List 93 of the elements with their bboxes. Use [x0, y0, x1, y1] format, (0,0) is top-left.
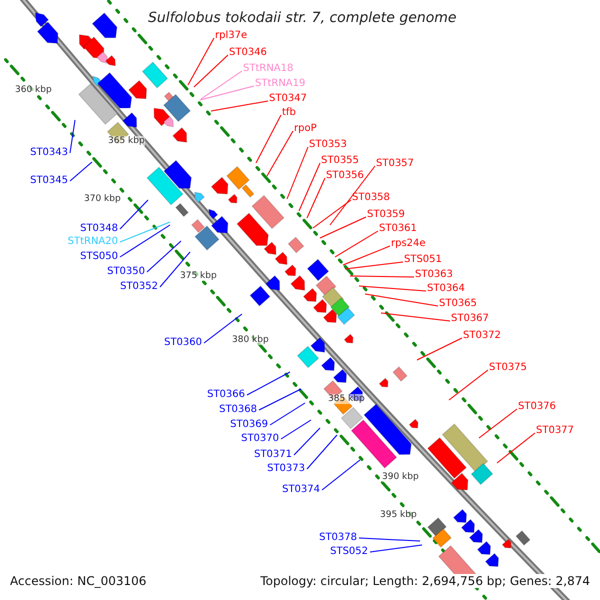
gene-label: ST0348 [80, 223, 118, 235]
leader-line [258, 388, 302, 410]
leader-line [270, 402, 306, 426]
leader-line [320, 216, 366, 238]
leader-line [210, 100, 268, 112]
gene-label: ST0356 [326, 170, 364, 182]
position-label: 380 kbp [232, 335, 269, 345]
gene-label: ST0368 [219, 404, 257, 416]
leader-line [160, 252, 190, 288]
leader-line [194, 54, 228, 88]
gene-label: ST0375 [489, 362, 527, 374]
leader-line [280, 420, 312, 440]
leader-line [256, 114, 282, 164]
leader-line [364, 294, 438, 306]
map-title: Sulfolobus tokodaii str. 7, complete genome [148, 10, 457, 26]
gene-label: STS051 [404, 254, 442, 266]
gene-label: ST0355 [321, 155, 359, 167]
gene-label: ST0352 [120, 281, 158, 293]
leader-line [350, 276, 414, 278]
gene-label: rpl37e [215, 30, 248, 42]
leader-line [200, 70, 242, 100]
gene-label: ST0367 [451, 313, 489, 325]
gene-label: STtRNA19 [255, 78, 306, 90]
leader-line [204, 314, 242, 344]
leader-line [322, 460, 360, 490]
leader-line [286, 146, 308, 200]
leader-line [70, 120, 76, 154]
leader-line [200, 86, 254, 100]
leader-line [312, 200, 352, 228]
gene-label: ST0365 [439, 298, 477, 310]
gene-label: ST0357 [376, 158, 414, 170]
gene-label: STS052 [330, 546, 368, 558]
leader-line [120, 224, 170, 258]
gene-label: ST0347 [269, 93, 307, 105]
leader-line [120, 200, 148, 230]
position-label: 395 kbp [380, 510, 417, 520]
gene-label: ST0371 [254, 449, 292, 461]
position-label: 385 kbp [328, 394, 365, 404]
leader-line [266, 130, 294, 176]
gene-label: ST0350 [107, 266, 145, 278]
gene-label: ST0374 [282, 484, 320, 496]
gene-label: ST0363 [415, 269, 453, 281]
gene-label: ST0364 [427, 283, 465, 295]
leader-line [306, 178, 326, 218]
gene-label: ST0359 [367, 209, 405, 221]
leader-line [496, 432, 536, 464]
position-label: 375 kbp [180, 271, 217, 281]
leader-line [380, 312, 450, 322]
leader-line [448, 370, 488, 400]
gene-label: ST0353 [309, 139, 347, 151]
gene-label: rpoP [294, 123, 317, 135]
leader-line [370, 544, 422, 552]
leader-line [334, 230, 378, 258]
gene-label: rps24e [391, 238, 426, 250]
gene-label: STS050 [80, 251, 118, 263]
position-label: 360 kbp [15, 85, 52, 95]
gene-label: ST0377 [536, 425, 574, 437]
leader-line [294, 428, 320, 456]
leader-line [246, 372, 290, 396]
leader-line [478, 408, 518, 438]
gene-label: ST0361 [379, 223, 417, 235]
gene-label: STtRNA18 [243, 63, 294, 75]
gene-label: ST0358 [352, 192, 390, 204]
gene-label: ST0370 [241, 433, 279, 445]
gene-label: STtRNA20 [68, 236, 118, 248]
leader-line [342, 246, 390, 266]
gene-label: ST0343 [30, 147, 68, 159]
genome-info-text: Topology: circular; Length: 2,694,756 bp; Genes: 2,874 [260, 574, 590, 588]
leader-line [298, 162, 320, 212]
position-label: 365 kbp [108, 136, 145, 146]
leader-line [306, 434, 338, 470]
gene-label: ST0369 [230, 419, 268, 431]
gene-label: ST0372 [463, 330, 501, 342]
gene-label: ST0345 [30, 175, 68, 187]
leader-line [330, 166, 376, 226]
leader-line [416, 338, 462, 360]
gene-label: tfb [282, 107, 296, 119]
gene-label: ST0360 [164, 337, 202, 349]
leader-line [358, 538, 420, 542]
genome-info-text: Accession: NC_003106 [10, 574, 146, 588]
leader-line [70, 162, 92, 182]
leader-line [120, 222, 170, 242]
gene-label: ST0373 [267, 463, 305, 475]
leader-line [344, 262, 404, 270]
gene-label: ST0376 [518, 401, 556, 413]
leader-line [358, 286, 426, 292]
gene-label: ST0366 [207, 389, 245, 401]
position-label: 370 kbp [84, 194, 121, 204]
leader-line [188, 38, 214, 86]
gene-label: ST0346 [229, 47, 267, 59]
position-label: 390 kbp [382, 472, 419, 482]
gene-label: ST0378 [319, 532, 357, 544]
leader-line [146, 240, 182, 272]
